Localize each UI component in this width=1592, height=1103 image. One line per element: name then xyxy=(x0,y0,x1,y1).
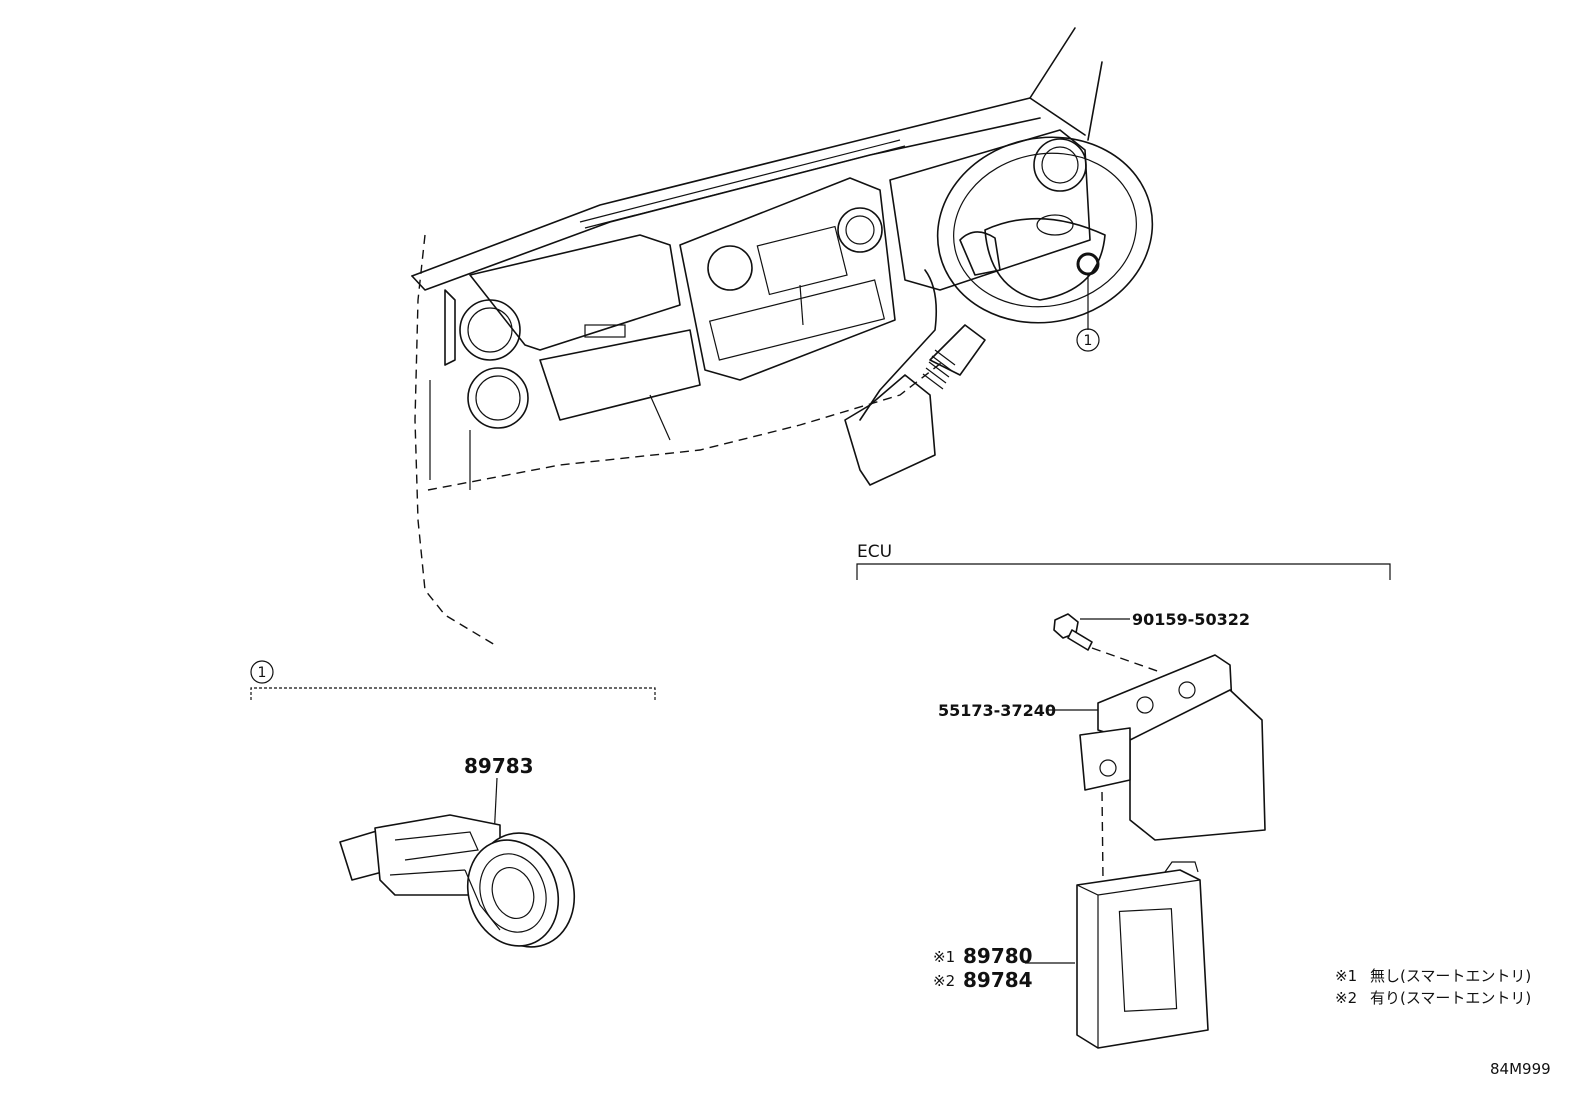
figure-code: 84M999 xyxy=(1490,1060,1551,1078)
note-1-mark: ※1 xyxy=(1335,967,1357,985)
dashboard-callout-number: 1 xyxy=(1084,333,1093,349)
part-number-55173-37240: 55173-37240 xyxy=(938,701,1056,720)
note-2-text: 有り(スマートエントリ) xyxy=(1370,989,1531,1007)
note-2-mark: ※2 xyxy=(1335,989,1357,1007)
variant-notes: ※1 無し(スマートエントリ) ※2 有り(スマートエントリ) xyxy=(1335,967,1531,1007)
dashboard-illustration: 1 xyxy=(411,27,1154,646)
ecu-variant-1-mark: ※1 xyxy=(933,948,955,966)
group-1-section: 1 89783 xyxy=(250,660,656,948)
part-number-89780: 89780 xyxy=(963,944,1033,968)
part-number-89784: 89784 xyxy=(963,968,1033,992)
ecu-group-label: ECU xyxy=(857,542,892,562)
ecu-bracket-illustration xyxy=(1079,654,1266,841)
ecu-group-bracket xyxy=(856,563,1391,580)
note-1-text: 無し(スマートエントリ) xyxy=(1370,967,1531,985)
group-1-bracket xyxy=(250,687,656,700)
ignition-coil-illustration xyxy=(339,814,576,948)
ecu-variant-2-mark: ※2 xyxy=(933,972,955,990)
part-number-89783: 89783 xyxy=(464,754,534,778)
ecu-module-illustration xyxy=(1076,861,1209,1049)
part-number-90159-50322: 90159-50322 xyxy=(1132,610,1250,629)
group-1-callout-circle xyxy=(250,660,274,684)
bolt-illustration xyxy=(1053,613,1093,651)
ecu-section: ECU 90159-50322 55173-37240 xyxy=(856,542,1391,1049)
group-1-callout-number: 1 xyxy=(258,665,267,681)
